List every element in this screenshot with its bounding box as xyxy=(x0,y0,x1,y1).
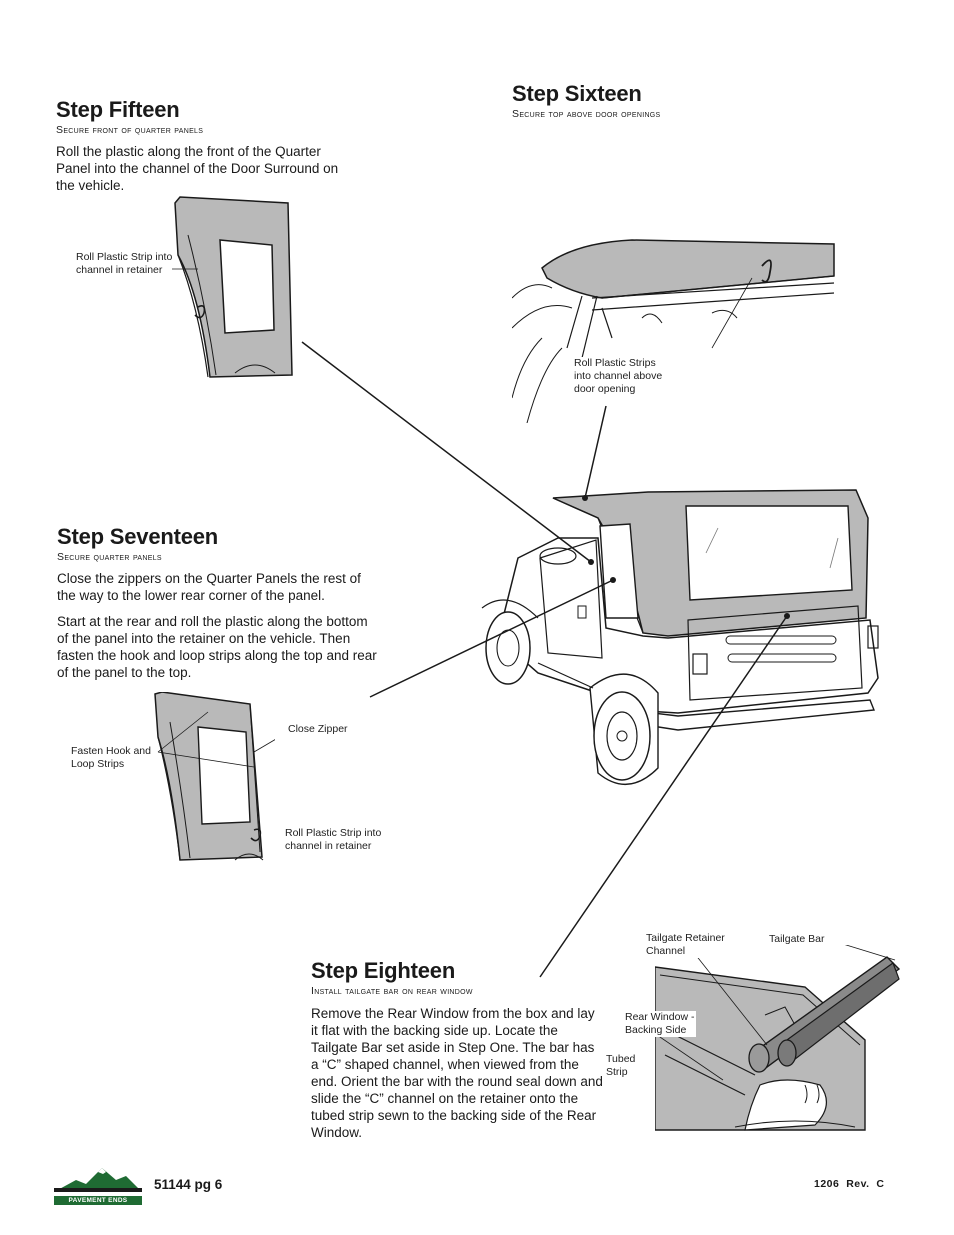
logo-text: PAVEMENT ENDS xyxy=(54,1196,142,1205)
step-seventeen-callout-zipper: Close Zipper xyxy=(288,723,348,736)
mountain-logo-icon xyxy=(54,1168,142,1192)
step-eighteen-callout-tubed: Tubed Strip xyxy=(606,1053,636,1079)
step-eighteen-section: Step Eighteen Install Tailgate Bar on Re… xyxy=(311,959,603,1141)
step-eighteen-subtitle: Install Tailgate Bar on Rear Window xyxy=(311,985,473,997)
quarter-panel-rear-illustration xyxy=(154,692,275,861)
callout-line: door opening xyxy=(574,383,636,395)
step-seventeen-callout-roll: Roll Plastic Strip into channel in retai… xyxy=(285,827,382,853)
step-eighteen-title: Step Eighteen xyxy=(311,958,456,983)
quarter-panel-front-illustration xyxy=(172,196,293,378)
step-fifteen-section: Step Fifteen Secure Front of Quarter Pan… xyxy=(56,98,341,194)
callout-line: channel in retainer xyxy=(285,840,372,852)
callout-line: Tailgate Retainer xyxy=(646,932,725,944)
step-sixteen-title: Step Sixteen xyxy=(512,81,642,106)
step-fifteen-callout-roll: Roll Plastic Strip into channel in retai… xyxy=(76,251,173,277)
step-sixteen-callout: Roll Plastic Strips into channel above d… xyxy=(574,357,663,396)
step-fifteen-subtitle: Secure Front of Quarter Panels xyxy=(56,124,204,136)
step-seventeen-body-p2: Start at the rear and roll the plastic a… xyxy=(57,614,377,680)
step-eighteen-body: Remove the Rear Window from the box and … xyxy=(311,1006,603,1140)
step-seventeen-title: Step Seventeen xyxy=(57,524,219,549)
pavement-ends-logo: PAVEMENT ENDS xyxy=(54,1168,142,1205)
tailgate-bar-illustration xyxy=(655,945,900,1131)
step-eighteen-callout-backing: Rear Window - Backing Side xyxy=(623,1011,697,1037)
callout-line: into channel above xyxy=(574,370,663,382)
callout-line: Rear Window - xyxy=(625,1011,695,1023)
callout-line: Strip xyxy=(606,1066,628,1078)
step-fifteen-title: Step Fifteen xyxy=(56,97,180,122)
callout-line: Roll Plastic Strips xyxy=(574,357,656,369)
callout-line: channel in retainer xyxy=(76,264,163,276)
top-above-door-illustration xyxy=(512,239,835,423)
callout-line: Backing Side xyxy=(625,1024,687,1036)
callout-line: Tubed xyxy=(606,1053,636,1065)
step-eighteen-callout-tailgate-bar: Tailgate Bar xyxy=(769,933,825,946)
step-fifteen-body: Roll the plastic along the front of the … xyxy=(56,144,339,193)
page-label: 51144 pg 6 xyxy=(154,1177,223,1192)
step-seventeen-section: Step Seventeen Secure Quarter Panels Clo… xyxy=(57,525,382,681)
callout-line: Fasten Hook and xyxy=(71,745,151,757)
callout-line: Roll Plastic Strip into xyxy=(285,827,382,839)
step-sixteen-section: Step Sixteen Secure Top above Door Openi… xyxy=(512,81,661,121)
step-sixteen-subtitle: Secure Top above Door Openings xyxy=(512,108,661,120)
callout-line: Roll Plastic Strip into xyxy=(76,251,173,263)
callout-line: Loop Strips xyxy=(71,758,125,770)
revision-label: 1206 Rev. C xyxy=(814,1178,885,1190)
jeep-illustration xyxy=(481,489,879,786)
step-seventeen-callout-hook: Fasten Hook and Loop Strips xyxy=(71,745,151,771)
step-seventeen-body-p1: Close the zippers on the Quarter Panels … xyxy=(57,571,361,603)
step-eighteen-callout-retainer: Tailgate Retainer Channel xyxy=(646,932,725,958)
step-seventeen-subtitle: Secure Quarter Panels xyxy=(57,551,162,563)
callout-line: Channel xyxy=(646,945,686,957)
